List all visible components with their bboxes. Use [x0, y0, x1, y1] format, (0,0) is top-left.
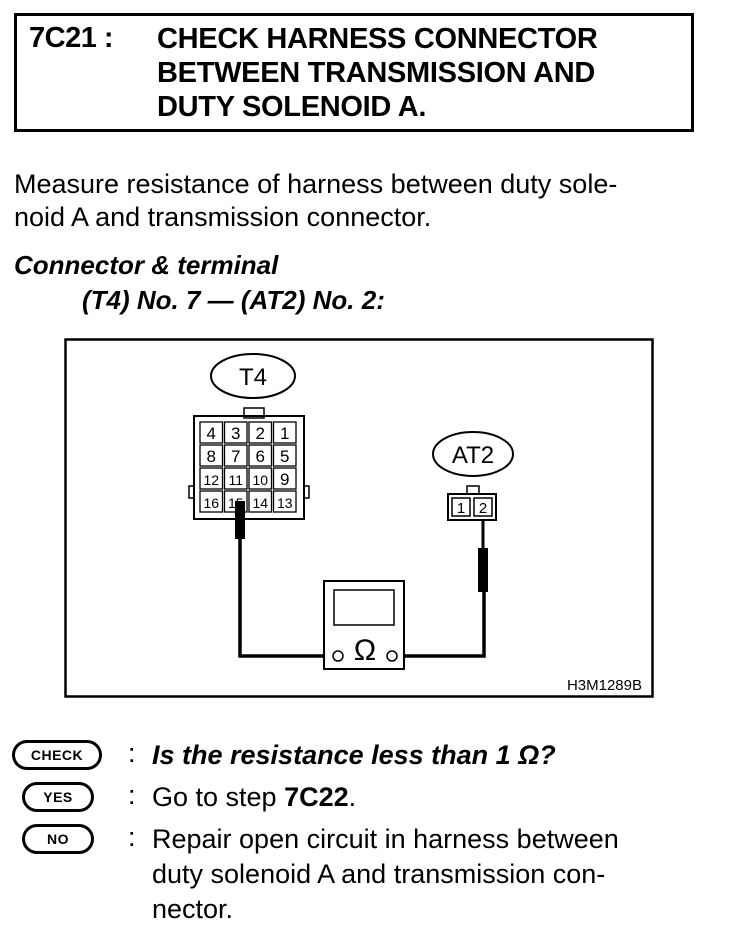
yes-row: YES : Go to step 7C22.	[12, 780, 722, 820]
step-title: CHECK HARNESS CONNECTOR BETWEEN TRANSMIS…	[157, 23, 598, 123]
t4-pin-cell	[272, 421, 297, 444]
wiring-diagram: T4 43218765121110916151413 AT2 1 2 Ω H3M…	[64, 338, 654, 698]
t4-pin-3: 3	[231, 424, 240, 443]
at2-pin-1: 1	[457, 500, 465, 517]
t4-connector: 43218765121110916151413	[188, 407, 310, 520]
t4-pin-cell	[223, 421, 248, 444]
step-header: 7C21 : CHECK HARNESS CONNECTOR BETWEEN T…	[14, 13, 694, 132]
meter-display	[333, 589, 395, 626]
connector-terminal-detail: (T4) No. 7 — (AT2) No. 2:	[82, 285, 385, 315]
t4-label: T4	[239, 364, 267, 391]
t4-latch	[243, 407, 265, 419]
t4-label-ellipse	[210, 353, 296, 399]
figure-code: H3M1289B	[567, 677, 642, 694]
no-row: NO : Repair open circuit in harness betw…	[12, 822, 722, 924]
t4-pin-cell	[272, 467, 297, 490]
t4-pin-cell	[199, 490, 224, 513]
t4-pin-10: 10	[252, 472, 268, 488]
yes-answer: Go to step 7C22.	[152, 782, 357, 812]
t4-pin-cell	[248, 490, 273, 513]
t4-pin-5: 5	[280, 447, 289, 466]
t4-pin-cell	[272, 444, 297, 467]
t4-pin-cell	[223, 467, 248, 490]
yes-colon: :	[128, 780, 136, 810]
t4-pin-cell	[248, 444, 273, 467]
meter-symbol: Ω	[354, 634, 376, 667]
instruction-text: Measure resistance of harness between du…	[14, 169, 618, 232]
wire-t4	[238, 538, 332, 658]
check-question: Is the resistance less than 1 Ω?	[152, 740, 556, 770]
t4-pin-9: 9	[280, 470, 289, 489]
no-colon: :	[128, 822, 136, 852]
yes-badge: YES	[22, 782, 94, 812]
t4-pin-7: 7	[231, 447, 240, 466]
check-row: CHECK : Is the resistance less than 1 Ω?	[12, 738, 722, 778]
at2-probe	[478, 548, 488, 592]
t4-pin-cell	[248, 421, 273, 444]
t4-probe	[235, 501, 245, 539]
at2-label-ellipse	[432, 431, 514, 477]
t4-pin-cell	[223, 444, 248, 467]
wire-at2	[398, 591, 486, 658]
check-colon: :	[128, 738, 136, 768]
t4-pin-16: 16	[203, 495, 219, 511]
step-id: 7C21 :	[29, 22, 114, 54]
t4-pin-cell	[199, 444, 224, 467]
at2-label: AT2	[452, 442, 494, 469]
no-badge: NO	[22, 824, 94, 854]
t4-pin-cell	[272, 490, 297, 513]
connector-terminal-heading: Connector & terminal	[14, 250, 279, 280]
at2-connector: 1 2	[447, 485, 497, 521]
t4-housing	[193, 415, 305, 520]
t4-pin-1: 1	[280, 424, 289, 443]
diagram-frame	[64, 338, 654, 698]
t4-pin-4: 4	[207, 424, 216, 443]
t4-pin-13: 13	[277, 495, 293, 511]
t4-pin-6: 6	[256, 447, 265, 466]
t4-pin-14: 14	[252, 495, 268, 511]
t4-pin-11: 11	[228, 472, 243, 488]
check-badge: CHECK	[12, 740, 102, 770]
t4-pin-cell	[199, 467, 224, 490]
t4-pin-cell	[199, 421, 224, 444]
ohmmeter: Ω	[323, 580, 405, 670]
t4-pin-12: 12	[203, 472, 219, 488]
t4-pin-cell	[248, 467, 273, 490]
t4-pin-2: 2	[256, 424, 265, 443]
at2-pin-2: 2	[479, 500, 487, 517]
t4-pin-8: 8	[207, 447, 216, 466]
no-answer: Repair open circuit in harness between d…	[152, 824, 619, 924]
